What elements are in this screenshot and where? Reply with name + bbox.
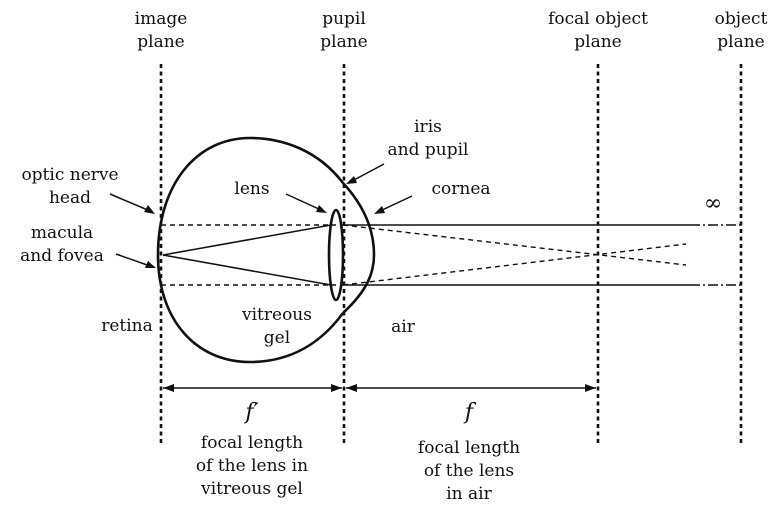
f-arrow-right <box>585 384 596 392</box>
object-plane-label-line1: object <box>715 9 768 29</box>
focal-object-plane-label-line1: focal object <box>548 9 648 29</box>
optic-nerve-label-line1: optic nerve <box>21 165 118 185</box>
f-prime-caption-line2: of the lens in <box>196 456 308 476</box>
f-caption-line1: focal length <box>418 438 520 458</box>
macula-pointer <box>115 253 151 267</box>
f-caption-line2: of the lens <box>424 461 514 481</box>
macula-arrowhead <box>145 261 156 268</box>
f-prime-caption-line1: focal length <box>201 433 303 453</box>
ray-lower-to-fovea <box>162 254 332 286</box>
ray-crossing-up <box>342 243 687 286</box>
cornea-outline <box>342 182 376 314</box>
retina-label: retina <box>101 316 153 336</box>
image-plane-label-line2: plane <box>137 32 184 52</box>
f-prime-arrow-right <box>331 384 342 392</box>
infinity-symbol: ∞ <box>704 191 722 216</box>
lens-label: lens <box>234 179 269 199</box>
f-arrow-left <box>346 384 357 392</box>
f-caption-line3: in air <box>446 484 492 504</box>
focal-object-plane-label-line2: plane <box>574 32 621 52</box>
iris-arrowhead <box>346 176 357 184</box>
f-prime-symbol: f′ <box>243 400 258 425</box>
macula-label-line2: and fovea <box>20 246 104 266</box>
f-prime-caption-line3: vitreous gel <box>200 479 303 499</box>
lens-shape <box>327 208 345 302</box>
cornea-pointer <box>379 195 413 212</box>
lens-pointer <box>285 193 322 211</box>
iris-label-line1: iris <box>414 117 442 137</box>
pupil-plane-label-line1: pupil <box>322 9 366 29</box>
f-prime-arrow-left <box>163 384 174 392</box>
cornea-arrowhead <box>374 206 385 214</box>
f-symbol: f <box>463 400 477 425</box>
optic-nerve-label-line2: head <box>49 188 91 208</box>
iris-label-line2: and pupil <box>388 140 469 160</box>
ray-upper-to-fovea <box>162 224 332 256</box>
optic-nerve-arrowhead <box>144 205 155 214</box>
iris-pointer <box>351 163 385 182</box>
cornea-label: cornea <box>431 179 490 199</box>
optic-nerve-pointer <box>109 193 151 212</box>
object-plane-label-line2: plane <box>717 32 764 52</box>
vitreous-label-line2: gel <box>264 328 290 348</box>
pupil-plane-label-line2: plane <box>320 32 367 52</box>
vitreous-label-line1: vitreous <box>241 305 312 325</box>
image-plane-label-line1: image <box>135 9 188 29</box>
ray-crossing-down <box>342 224 687 266</box>
macula-label-line1: macula <box>31 223 93 243</box>
eyeball-outline <box>156 136 345 364</box>
lens-arrowhead <box>316 205 327 213</box>
air-label: air <box>391 317 416 337</box>
